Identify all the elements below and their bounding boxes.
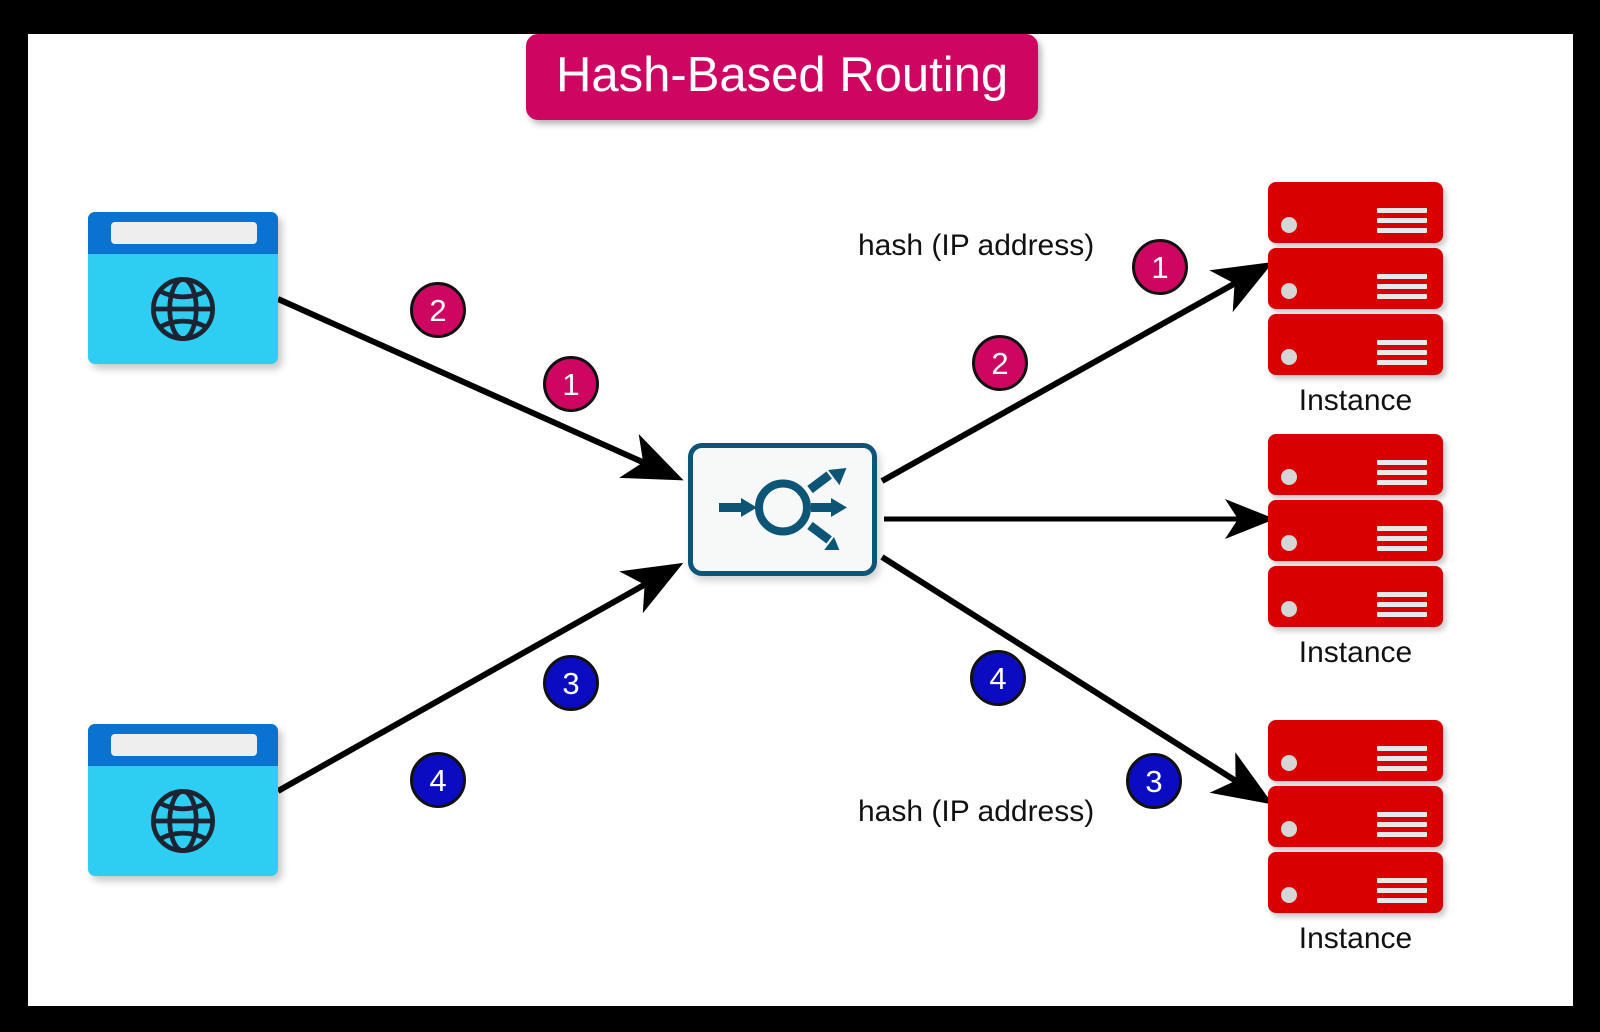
server-unit xyxy=(1268,566,1443,627)
browser-title-bar xyxy=(88,212,278,254)
badge-lb-out-1: 1 xyxy=(1132,239,1188,295)
server-vents-icon xyxy=(1377,460,1427,490)
server-unit xyxy=(1268,852,1443,913)
server-unit xyxy=(1268,720,1443,781)
globe-icon xyxy=(88,766,278,876)
instance-label: Instance xyxy=(1298,922,1413,955)
badge-client-bot-3: 3 xyxy=(543,655,599,711)
arrow-client-top-to-lb xyxy=(276,296,684,481)
badge-client-bot-4: 4 xyxy=(410,752,466,808)
server-vents-icon xyxy=(1377,208,1427,238)
badge-lb-out-2: 2 xyxy=(972,335,1028,391)
globe-icon xyxy=(88,254,278,364)
badge-client-top-1: 1 xyxy=(543,356,599,412)
server-led-icon xyxy=(1281,755,1297,771)
page-title: Hash-Based Routing xyxy=(556,48,1009,102)
browser-url-bar[interactable] xyxy=(111,734,257,756)
load-balancer-icon xyxy=(713,464,853,555)
connector-layer xyxy=(276,261,1275,805)
server-vents-icon xyxy=(1377,812,1427,842)
hash-label-bottom: hash (IP address) xyxy=(858,795,1095,828)
server-led-icon xyxy=(1281,887,1297,903)
arrow-lb-to-instance-3 xyxy=(880,554,1274,805)
server-unit xyxy=(1268,182,1443,243)
server-led-icon xyxy=(1281,469,1297,485)
server-led-icon xyxy=(1281,217,1297,233)
server-unit xyxy=(1268,434,1443,495)
instance-1[interactable]: Instance xyxy=(1268,182,1443,418)
badge-client-top-2: 2 xyxy=(410,282,466,338)
instance-3[interactable]: Instance xyxy=(1268,720,1443,956)
server-vents-icon xyxy=(1377,526,1427,556)
server-vents-icon xyxy=(1377,592,1427,622)
server-unit xyxy=(1268,314,1443,375)
diagram-title-badge: Hash-Based Routing xyxy=(526,34,1039,120)
server-unit xyxy=(1268,786,1443,847)
browser-url-bar[interactable] xyxy=(111,222,257,244)
instance-2[interactable]: Instance xyxy=(1268,434,1443,670)
server-led-icon xyxy=(1281,535,1297,551)
diagram-canvas: Hash-Based Routing xyxy=(28,34,1573,1006)
hash-label-top: hash (IP address) xyxy=(858,229,1095,262)
browser-client-bottom[interactable] xyxy=(88,724,278,876)
server-unit xyxy=(1268,248,1443,309)
server-led-icon xyxy=(1281,283,1297,299)
badge-lb-out-4: 4 xyxy=(970,650,1026,706)
load-balancer-node[interactable] xyxy=(688,443,877,576)
server-vents-icon xyxy=(1377,746,1427,776)
server-vents-icon xyxy=(1377,340,1427,370)
browser-client-top[interactable] xyxy=(88,212,278,364)
arrow-lb-to-instance-1 xyxy=(880,261,1274,484)
server-vents-icon xyxy=(1377,878,1427,908)
server-vents-icon xyxy=(1377,274,1427,304)
badge-lb-out-3: 3 xyxy=(1126,753,1182,809)
server-unit xyxy=(1268,500,1443,561)
arrow-client-bottom-to-lb xyxy=(276,562,684,794)
instance-label: Instance xyxy=(1298,384,1413,417)
browser-title-bar xyxy=(88,724,278,766)
server-led-icon xyxy=(1281,601,1297,617)
server-led-icon xyxy=(1281,821,1297,837)
instance-label: Instance xyxy=(1298,636,1413,669)
server-led-icon xyxy=(1281,349,1297,365)
